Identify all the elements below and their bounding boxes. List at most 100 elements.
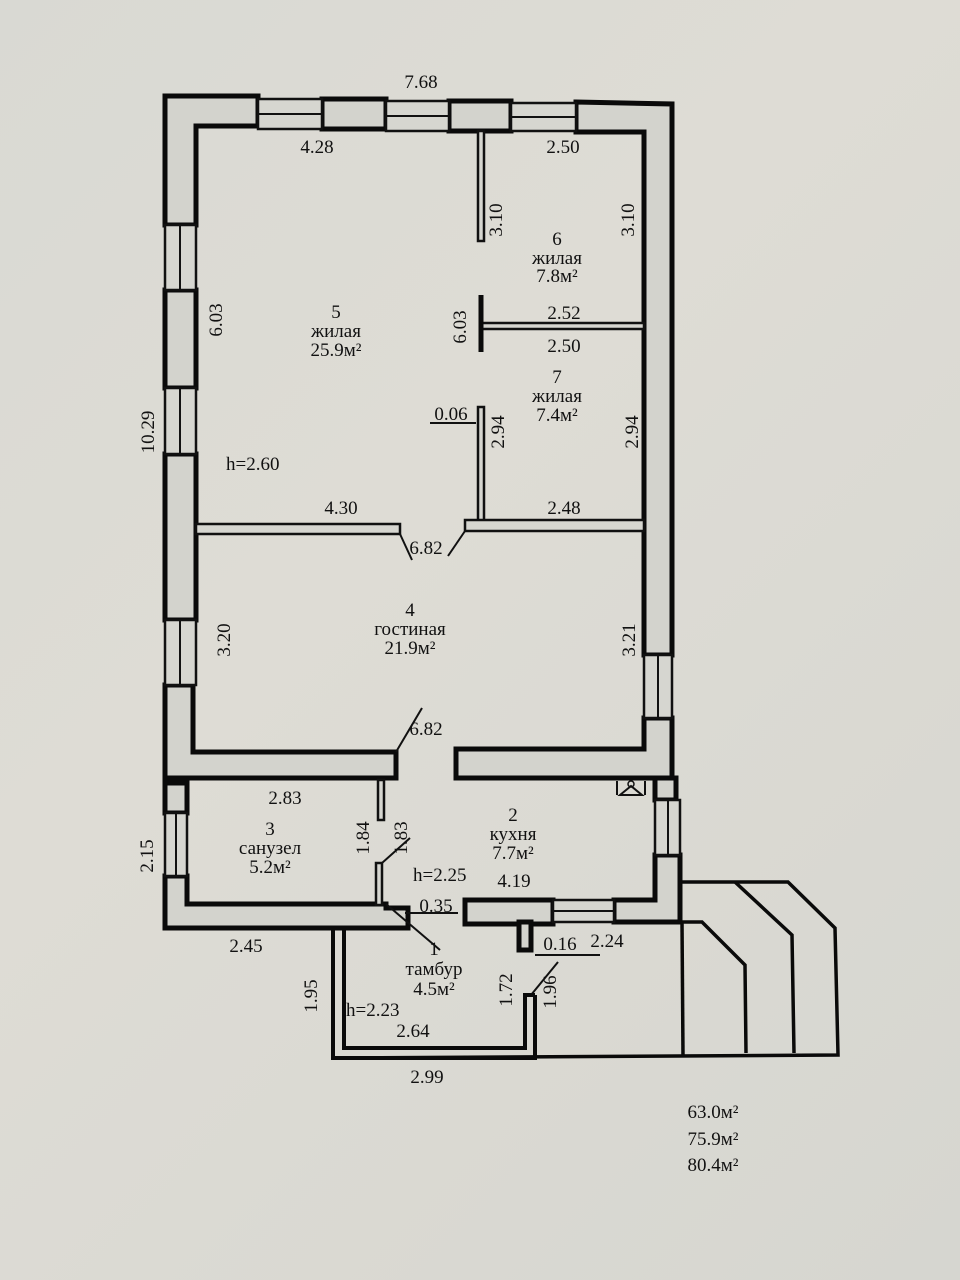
total-gross-area: 80.4м² — [688, 1155, 739, 1176]
svg-text:21.9м²: 21.9м² — [385, 638, 436, 659]
svg-text:тамбур: тамбур — [406, 959, 463, 980]
dim-room1-outer: 2.99 — [410, 1067, 443, 1088]
wall-pier-top-1 — [319, 96, 389, 132]
svg-text:5.2м²: 5.2м² — [249, 857, 291, 878]
exterior-walls — [162, 93, 683, 953]
dim-room1-left: 1.95 — [301, 979, 322, 1012]
door-bath — [381, 837, 411, 864]
wall-bath-bottom — [162, 873, 411, 931]
svg-text:4.5м²: 4.5м² — [413, 979, 455, 1000]
wall-pier-top-2 — [446, 98, 514, 134]
partition-room6-left — [476, 129, 486, 243]
window-kitchen-bottom — [551, 898, 616, 924]
wall-kitchen-bottom-pier — [462, 897, 556, 927]
partition-room7-bottom — [463, 518, 646, 533]
dim-room3-right-b: 1.83 — [391, 821, 412, 854]
dim-room1-right-a: 1.72 — [496, 973, 517, 1006]
door-room5 — [399, 533, 413, 561]
hanger-icon — [616, 780, 646, 796]
dim-room5-top: 4.28 — [300, 137, 333, 158]
svg-text:5: 5 — [331, 302, 341, 323]
total-living-area: 63.0м² — [688, 1102, 739, 1123]
dim-room3-left: 2.15 — [137, 839, 158, 872]
dim-room7-bottom: 2.48 — [547, 498, 580, 519]
dim-room7-top: 2.50 — [547, 336, 580, 357]
svg-text:2: 2 — [508, 805, 518, 826]
wall-step — [516, 919, 534, 953]
partition-room5-bottom — [194, 522, 402, 536]
dim-room4-bottom: 6.82 — [409, 719, 442, 740]
window-top-3 — [509, 101, 578, 133]
dim-left-overall: 10.29 — [138, 411, 159, 454]
svg-text:3: 3 — [265, 819, 275, 840]
door-marks — [381, 422, 600, 996]
svg-text:6: 6 — [552, 229, 562, 250]
dim-room3-top: 2.83 — [268, 788, 301, 809]
wall-top-right-corner — [573, 99, 675, 658]
room-3-label: 3 санузел 5.2м² — [239, 819, 302, 878]
svg-text:1: 1 — [429, 939, 439, 960]
wall-kitchen-right-lower — [611, 852, 683, 925]
wall-left-lower — [162, 682, 399, 781]
dim-room5-right: 6.03 — [450, 310, 471, 343]
height-vestibule: h=2.23 — [346, 1000, 399, 1021]
svg-text:кухня: кухня — [490, 824, 537, 845]
room-5-label: 5 жилая 25.9м² — [310, 302, 362, 361]
svg-text:25.9м²: 25.9м² — [311, 340, 362, 361]
svg-text:жилая: жилая — [310, 321, 361, 342]
window-bath-left — [163, 811, 189, 878]
door-vestibule — [385, 903, 441, 951]
room-4-label: 4 гостиная 21.9м² — [374, 600, 446, 659]
dim-room7-right: 2.94 — [622, 415, 643, 449]
svg-text:жилая: жилая — [531, 386, 582, 407]
window-left-2 — [163, 386, 198, 456]
dim-door-offset: 0.35 — [419, 896, 452, 917]
room-1-label: 1 тамбур 4.5м² — [406, 939, 463, 1000]
door-entrance — [530, 961, 559, 996]
dim-room2-bottom: 4.19 — [497, 871, 530, 892]
wall-top-left-corner — [162, 93, 261, 228]
dim-room6-top: 2.50 — [546, 137, 579, 158]
dim-room6-left: 3.10 — [486, 203, 507, 236]
dimension-labels: 7.68 4.28 2.50 3.10 3.10 6.03 6.03 2.52 … — [137, 72, 643, 1088]
area-totals: 63.0м² 75.9м² 80.4м² — [688, 1102, 739, 1176]
window-top-1 — [256, 97, 324, 131]
windows — [163, 97, 682, 924]
dim-room4-top: 6.82 — [409, 538, 442, 559]
door-living — [395, 707, 423, 753]
wall-right-lower — [453, 715, 675, 781]
dim-room4-left: 3.20 — [214, 623, 235, 656]
dim-room5-left: 6.03 — [206, 303, 227, 336]
svg-text:7: 7 — [552, 367, 562, 388]
dim-step-offset: 0.16 — [543, 934, 576, 955]
door-room5-b — [447, 530, 466, 557]
svg-text:7.8м²: 7.8м² — [536, 266, 578, 287]
svg-text:жилая: жилая — [531, 248, 582, 269]
wall-pier-kitchen-right-1 — [652, 775, 679, 803]
svg-text:гостиная: гостиная — [374, 619, 446, 640]
wall-pier-bath-left — [162, 780, 190, 816]
room-6-label: 6 жилая 7.8м² — [531, 229, 582, 287]
dim-room6-right: 3.10 — [618, 203, 639, 236]
partition-room7-left — [476, 405, 486, 525]
dim-kitchen-window: 2.24 — [590, 931, 624, 952]
dim-room1-right-b: 1.96 — [540, 975, 561, 1008]
window-right-1 — [642, 653, 674, 720]
window-left-3 — [163, 618, 198, 687]
partition-bath-right-upper — [376, 778, 386, 822]
svg-text:4: 4 — [405, 600, 415, 621]
window-top-2 — [384, 99, 451, 133]
dim-top-overall: 7.68 — [404, 72, 437, 93]
porch-steps — [339, 880, 840, 1060]
partition-bath-right-lower — [374, 861, 384, 907]
svg-text:7.4м²: 7.4м² — [536, 405, 578, 426]
room-labels: 5 жилая 25.9м² 6 жилая 7.8м² 7 жилая 7.4… — [226, 229, 582, 1021]
height-main: h=2.60 — [226, 454, 279, 475]
svg-text:санузел: санузел — [239, 838, 302, 859]
window-left-1 — [163, 223, 198, 292]
dim-room3-right-a: 1.84 — [353, 821, 374, 855]
dim-room5-bottom: 4.30 — [324, 498, 357, 519]
total-total-area: 75.9м² — [688, 1129, 739, 1150]
wall-pier-left-1 — [162, 287, 199, 391]
